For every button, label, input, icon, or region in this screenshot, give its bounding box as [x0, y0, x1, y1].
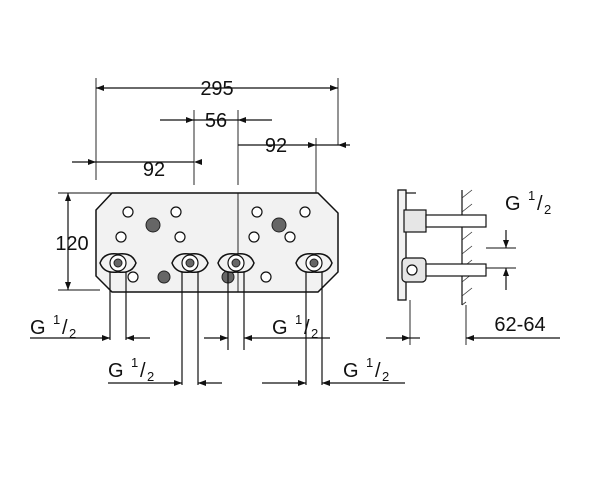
dimension-lines-top	[58, 78, 350, 291]
thread-label-4: G 1 / 2	[343, 355, 389, 384]
side-view	[386, 189, 560, 345]
svg-text:2: 2	[382, 369, 389, 384]
svg-text:2: 2	[544, 202, 551, 217]
svg-text:/: /	[375, 360, 381, 382]
svg-text:G: G	[343, 360, 359, 382]
svg-text:/: /	[140, 360, 146, 382]
svg-text:/: /	[62, 317, 68, 339]
thread-label-5: G 1 / 2	[505, 188, 551, 217]
svg-text:2: 2	[69, 326, 76, 341]
svg-text:1: 1	[131, 355, 138, 370]
height-label: 120	[55, 233, 88, 255]
dimension-labels: 295 56 92 92 120 62-64	[55, 78, 545, 336]
mounting-plate	[95, 192, 339, 293]
overall-width-label: 295	[200, 78, 233, 100]
wall-depth-label: 62-64	[494, 314, 545, 336]
thread-label-2: G 1 / 2	[108, 355, 154, 384]
thread-label-1: G 1 / 2	[30, 312, 76, 341]
pipes-down	[109, 272, 323, 385]
svg-text:G: G	[505, 193, 521, 215]
svg-text:/: /	[537, 193, 543, 215]
svg-text:1: 1	[295, 312, 302, 327]
svg-text:2: 2	[311, 326, 318, 341]
svg-text:1: 1	[53, 312, 60, 327]
dimension-lines-bottom	[30, 335, 405, 386]
left-spacing-label: 92	[143, 159, 165, 181]
thread-label-3: G 1 / 2	[272, 312, 318, 341]
connections	[99, 252, 333, 274]
center-spacing-label: 56	[205, 110, 227, 132]
svg-text:G: G	[272, 317, 288, 339]
right-spacing-label: 92	[265, 135, 287, 157]
svg-text:1: 1	[366, 355, 373, 370]
svg-text:G: G	[108, 360, 124, 382]
svg-text:1: 1	[528, 188, 535, 203]
svg-text:G: G	[30, 317, 46, 339]
svg-text:2: 2	[147, 369, 154, 384]
svg-text:/: /	[304, 317, 310, 339]
